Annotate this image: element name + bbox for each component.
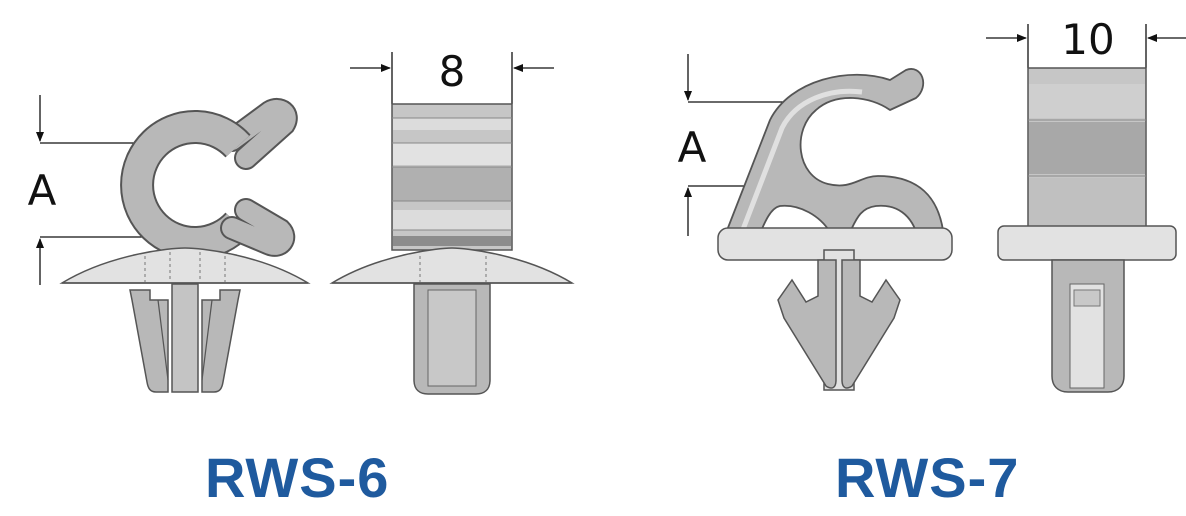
rws7-front-view: 10 bbox=[986, 15, 1186, 393]
rws6-side-view: A bbox=[28, 95, 311, 393]
rws7-anchor bbox=[777, 249, 901, 391]
rws6-front-view: 8 bbox=[329, 47, 575, 395]
rws6-dimension-a-label: A bbox=[28, 166, 57, 215]
rws7-width-value: 10 bbox=[1061, 15, 1114, 64]
rws6-anchor bbox=[129, 283, 241, 393]
model-label-rws6: RWS-6 bbox=[205, 446, 390, 509]
rws7-flange-front bbox=[997, 225, 1177, 261]
rws6-width-value: 8 bbox=[439, 47, 466, 96]
rws6-clip-ring bbox=[120, 98, 298, 260]
rws7-dimension-a-label: A bbox=[678, 123, 707, 172]
rws6-clip-front bbox=[391, 103, 513, 251]
model-label-rws7: RWS-7 bbox=[835, 446, 1020, 509]
rws6-width-dimension: 8 bbox=[350, 47, 554, 104]
rws7-side-view: A bbox=[678, 54, 953, 391]
rws7-clip bbox=[723, 68, 945, 239]
rws7-clip-front bbox=[1027, 67, 1147, 231]
rws6-dimension-a: A bbox=[28, 95, 180, 285]
rws6-head-front bbox=[329, 247, 575, 284]
rws6-head bbox=[59, 247, 311, 284]
rws6-anchor-front bbox=[413, 283, 491, 395]
rws7-anchor-front bbox=[1051, 259, 1125, 393]
rws7-width-dimension: 10 bbox=[986, 15, 1186, 68]
